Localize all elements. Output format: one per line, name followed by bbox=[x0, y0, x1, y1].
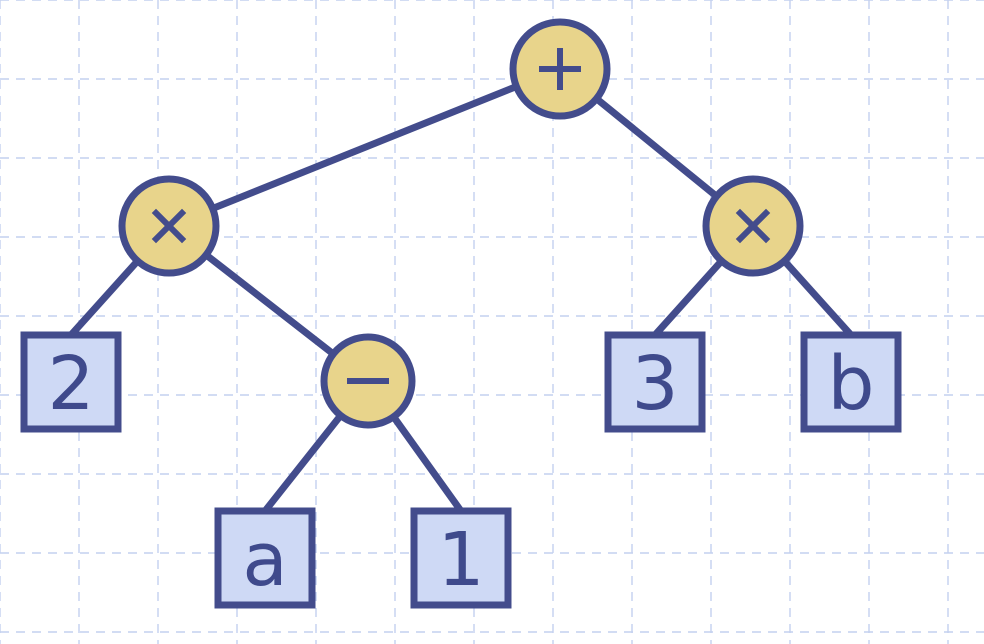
operand-node[interactable]: 1 bbox=[410, 507, 512, 609]
operand-node[interactable]: a bbox=[214, 507, 316, 609]
operand-node[interactable]: 3 bbox=[604, 331, 706, 433]
operand-label: 3 bbox=[631, 341, 678, 427]
operator-node-times[interactable] bbox=[118, 175, 220, 277]
operator-node-times[interactable] bbox=[702, 175, 804, 277]
node-group: 2 a 1 3 b bbox=[20, 18, 902, 609]
edge-group bbox=[68, 65, 854, 514]
operand-box[interactable] bbox=[20, 331, 122, 433]
operator-node-plus[interactable] bbox=[509, 18, 611, 120]
times-icon bbox=[735, 208, 771, 244]
operand-label: 2 bbox=[47, 341, 94, 427]
operand-label: a bbox=[242, 517, 287, 603]
tree-edge bbox=[167, 65, 562, 230]
operator-node-minus[interactable] bbox=[320, 333, 416, 429]
operand-box[interactable] bbox=[604, 331, 706, 433]
operand-node[interactable]: 2 bbox=[20, 331, 122, 433]
operand-node[interactable]: b bbox=[800, 331, 902, 433]
times-icon bbox=[151, 208, 187, 244]
operand-box[interactable] bbox=[800, 331, 902, 433]
operand-label: b bbox=[828, 341, 875, 427]
operand-label: 1 bbox=[437, 517, 484, 603]
operand-box[interactable] bbox=[410, 507, 512, 609]
operand-box[interactable] bbox=[214, 507, 316, 609]
